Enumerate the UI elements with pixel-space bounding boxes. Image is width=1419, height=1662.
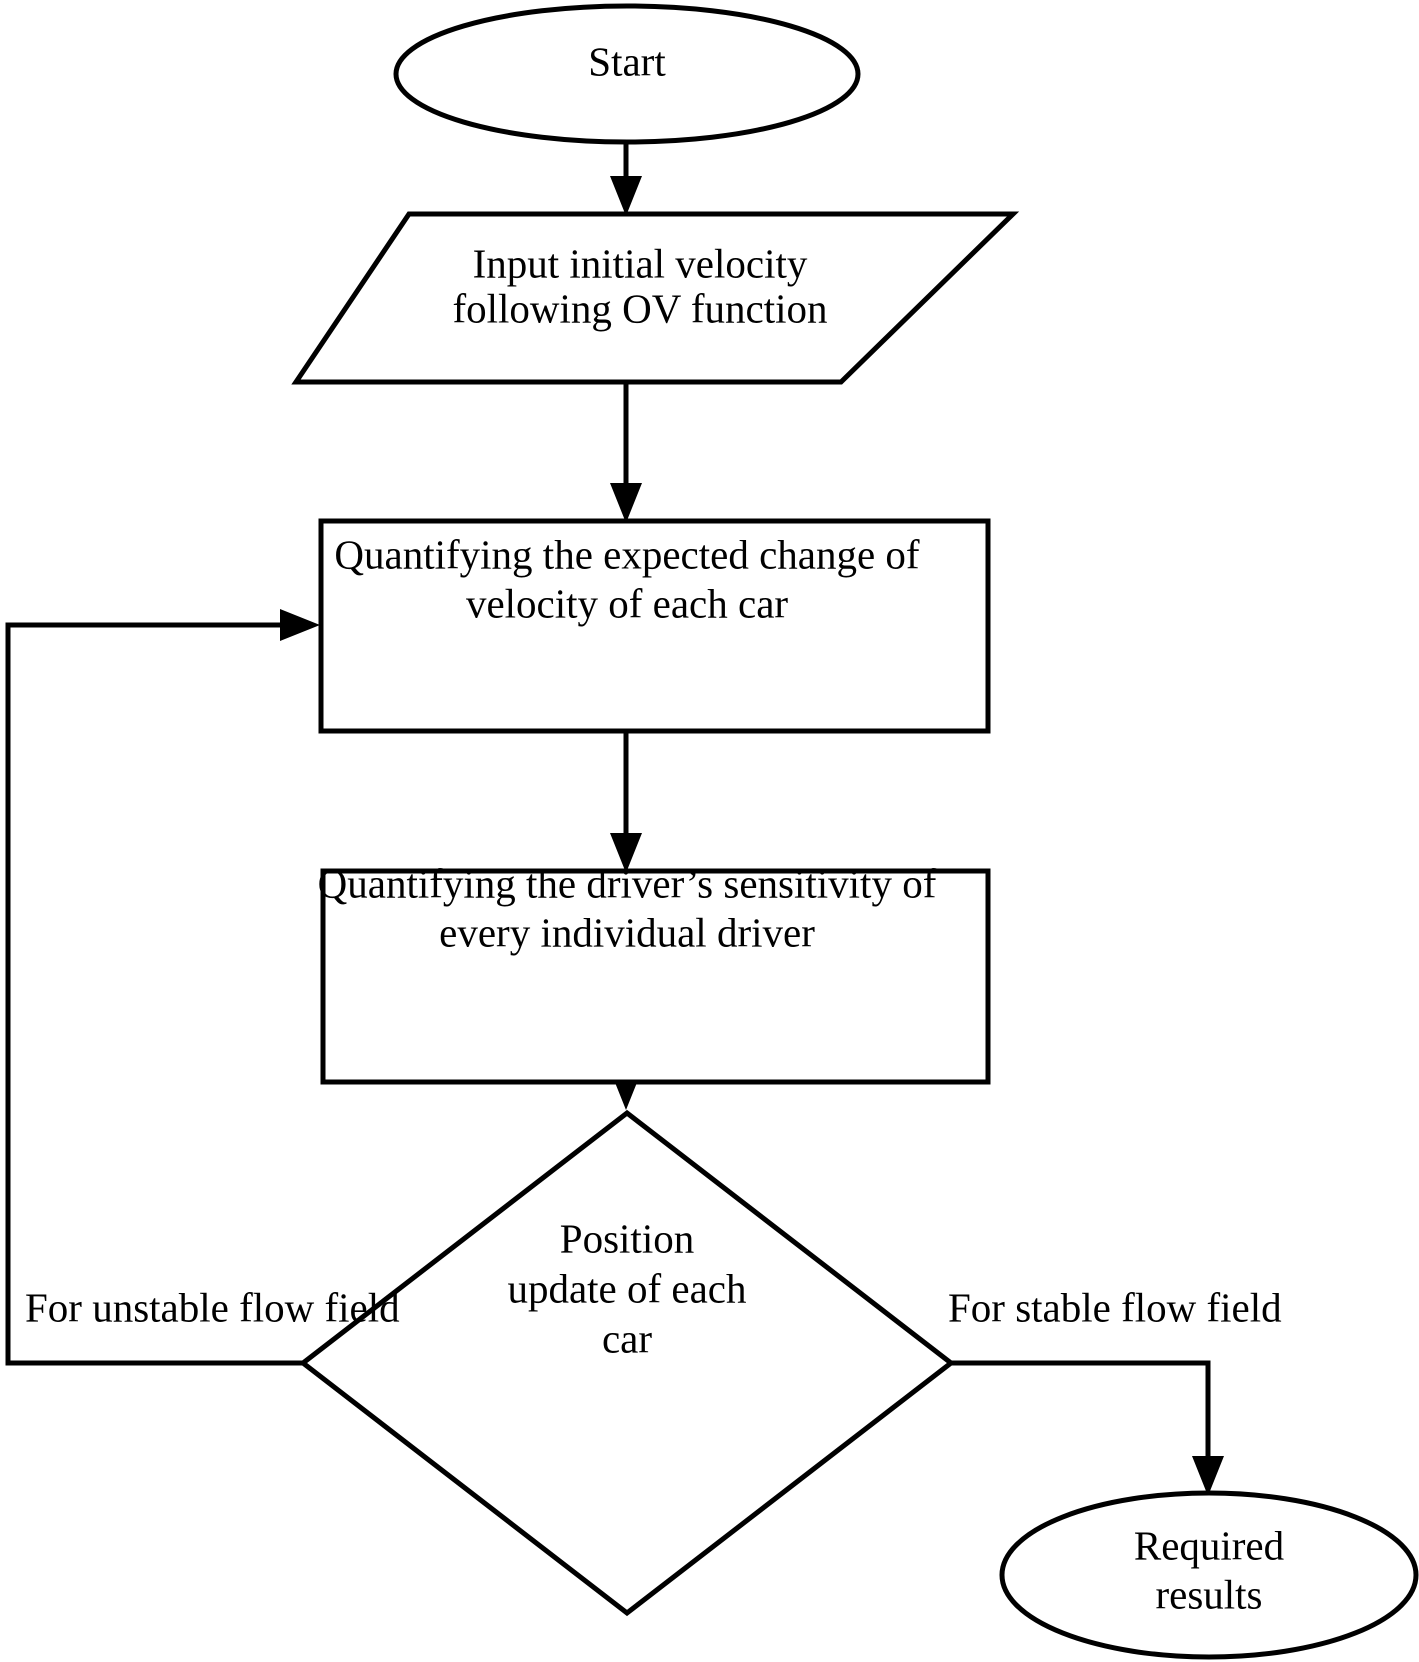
input-label-line-1: Input initial velocity bbox=[473, 240, 808, 286]
quantify-sensitivity-label-line-1: Quantifying the driver’s sensitivity of bbox=[318, 860, 937, 906]
quantify-sensitivity-label-line-2: every individual driver bbox=[439, 909, 815, 955]
node-input[interactable]: Input initial velocity following OV func… bbox=[291, 211, 1020, 385]
quantify-velocity-rect[interactable] bbox=[318, 518, 991, 734]
node-quantify-sensitivity[interactable]: Quantifying the driver’s sensitivity of … bbox=[318, 860, 991, 1085]
quantify-velocity-label-line-2: velocity of each car bbox=[466, 580, 788, 626]
edge-line bbox=[5, 622, 360, 1366]
node-quantify-velocity[interactable]: Quantifying the expected change of veloc… bbox=[318, 518, 991, 734]
edge-decision-to-results bbox=[951, 1360, 1224, 1496]
quantify-sensitivity-rect[interactable] bbox=[320, 868, 991, 1085]
start-label-line-1: Start bbox=[588, 38, 666, 84]
start-ellipse[interactable] bbox=[393, 3, 861, 145]
position-update-label-line-1: Position bbox=[560, 1215, 694, 1261]
edge-label-stable-flow-field: For stable flow field bbox=[948, 1284, 1282, 1330]
arrow-head-icon bbox=[610, 483, 642, 523]
node-start[interactable]: Start bbox=[393, 3, 861, 145]
required-results-label-line-1: Required bbox=[1134, 1522, 1284, 1568]
edge-decision-loop-unstable bbox=[5, 609, 360, 1366]
quantify-velocity-label-line-1: Quantifying the expected change of bbox=[334, 531, 919, 577]
edge-line bbox=[951, 1360, 1211, 1473]
arrow-head-icon bbox=[610, 176, 642, 216]
position-update-diamond[interactable] bbox=[298, 1109, 956, 1617]
arrow-head-icon bbox=[610, 833, 642, 873]
arrow-head-icon bbox=[1192, 1456, 1224, 1496]
position-update-label-line-2: update of each bbox=[507, 1265, 746, 1311]
required-results-label-line-2: results bbox=[1155, 1571, 1262, 1617]
arrow-head-icon bbox=[280, 609, 320, 641]
node-position-update[interactable]: Position update of each car bbox=[298, 1109, 956, 1617]
required-results-ellipse[interactable] bbox=[999, 1490, 1419, 1660]
position-update-label-line-3: car bbox=[602, 1315, 652, 1361]
input-label-line-2: following OV function bbox=[452, 285, 827, 331]
edge-quantify-velocity-to-sensitivity bbox=[610, 731, 642, 873]
node-required-results[interactable]: Required results bbox=[999, 1490, 1419, 1660]
edge-start-to-input bbox=[610, 142, 642, 216]
input-parallelogram[interactable] bbox=[291, 211, 1020, 385]
edge-label-unstable-flow-field: For unstable flow field bbox=[25, 1284, 400, 1330]
edge-input-to-quantify-velocity bbox=[610, 384, 642, 523]
